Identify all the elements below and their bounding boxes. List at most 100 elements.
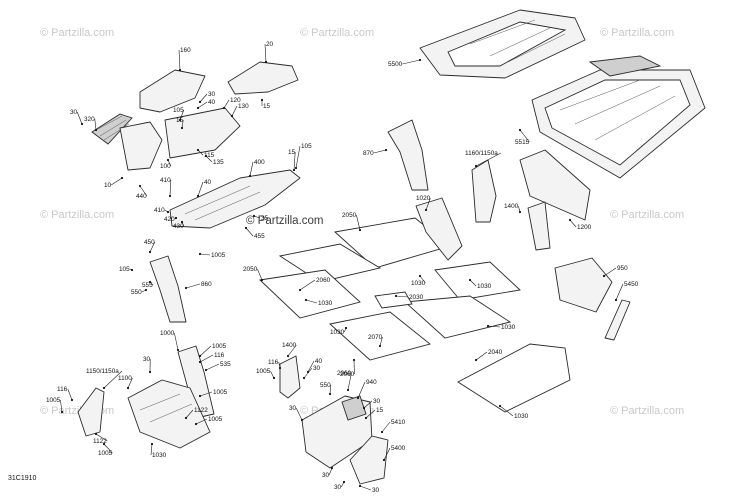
callout-dot <box>204 368 208 372</box>
part-number-label: 116 <box>214 352 225 359</box>
callout-dot <box>602 274 606 278</box>
callout-dot <box>126 386 130 390</box>
part-number-label: 5450 <box>624 281 639 288</box>
callout-dot <box>130 268 134 272</box>
callout-leader <box>329 384 332 395</box>
part-number-label: 410 <box>154 207 165 214</box>
callout-dot <box>230 114 234 118</box>
callout-leader <box>127 377 133 389</box>
callout-dot <box>178 118 182 122</box>
part-number-label: 2050 <box>243 266 258 273</box>
callout-leader <box>149 241 156 253</box>
callout-dot <box>286 354 290 358</box>
part-number-label: 105 <box>119 266 130 273</box>
callout-leader <box>299 279 316 291</box>
part-number-label: 1030 <box>330 329 345 336</box>
part-number-label: 1005 <box>256 368 271 375</box>
callout-leader <box>185 283 201 289</box>
callout-leader <box>356 214 361 231</box>
callout-leader <box>94 118 97 131</box>
callout-leader <box>174 332 179 351</box>
part-number-label: 100 <box>160 163 171 170</box>
callout-dot <box>148 370 152 374</box>
callout-leader <box>383 447 391 461</box>
callout-dot <box>176 348 180 352</box>
callout-dot <box>168 194 172 198</box>
callout-leader <box>270 370 275 379</box>
callout-dot <box>518 210 522 214</box>
part-number-label: 120 <box>230 97 241 104</box>
callout-leader <box>363 400 373 409</box>
callout-leader <box>185 409 194 419</box>
watermark: © Partzilla.com <box>610 209 684 221</box>
part-number-label: 1030 <box>411 280 426 287</box>
part-number-label: 1005 <box>98 450 113 457</box>
part-number-label: 420 <box>164 216 175 223</box>
callout-leader <box>223 99 230 109</box>
bracket-1400 <box>279 355 301 399</box>
callout-dot <box>294 166 298 170</box>
part-number-label: 1400 <box>504 203 519 210</box>
callout-dot <box>328 392 332 396</box>
part-number-label: 15 <box>376 407 384 414</box>
callout-dot <box>144 288 148 292</box>
callout-leader <box>150 443 153 456</box>
part-number-label: 950 <box>617 265 628 272</box>
callout-dot <box>264 60 268 64</box>
callout-dot <box>198 100 202 104</box>
part-number-label: 2060 <box>316 277 331 284</box>
cover-950 <box>554 257 613 313</box>
callout-leader <box>379 336 383 347</box>
callout-leader <box>245 227 254 237</box>
callout-dot <box>198 354 202 358</box>
part-number-label: 1122 <box>93 438 107 445</box>
callout-dot <box>418 58 422 62</box>
callout-leader <box>103 370 123 389</box>
callout-leader <box>205 155 213 163</box>
callout-leader <box>475 351 488 361</box>
part-number-label: 1150/1150a <box>86 368 119 375</box>
part-number-label: 5515 <box>515 139 530 146</box>
part-number-label: 1000 <box>160 330 175 337</box>
callout-dot <box>166 158 170 162</box>
callout-leader <box>60 399 63 413</box>
watermark: © Partzilla.com <box>40 209 114 221</box>
part-number-label: 5400 <box>391 445 406 452</box>
part-number-label: 40 <box>204 179 212 186</box>
part-number-label: 550 <box>320 382 331 389</box>
callout-leader <box>76 111 83 125</box>
part-number-label: 30 <box>70 109 78 116</box>
callout-leader <box>425 197 431 211</box>
callout-leader <box>295 407 303 421</box>
callout-leader <box>111 177 123 186</box>
callout-dot <box>80 122 84 126</box>
part-number-label: 1030 <box>514 413 529 420</box>
callout-leader <box>359 485 372 491</box>
callout-leader <box>205 363 220 371</box>
callout-leader <box>195 418 208 425</box>
part-number-label: 30 <box>373 398 381 405</box>
callout-leader <box>519 129 530 143</box>
part-number-label: 30 <box>289 405 297 412</box>
part-number-label: 1005 <box>46 397 61 404</box>
callout-dot <box>468 278 472 282</box>
part-number-label: 2030 <box>409 294 424 301</box>
callout-dot <box>194 422 198 426</box>
part-number-label: 1005 <box>212 343 227 350</box>
part-number-label: 1200 <box>577 224 592 231</box>
part-number-label: 870 <box>363 150 374 157</box>
part-number-label: 430 <box>173 223 184 230</box>
callout-dot <box>474 164 478 168</box>
callout-leader <box>328 467 333 476</box>
callout-dot <box>298 288 302 292</box>
callout-leader <box>264 43 267 63</box>
callout-leader <box>169 179 172 197</box>
part-number-label: 2050 <box>342 212 357 219</box>
part-number-label: 2060 <box>340 371 355 378</box>
callout-dot <box>278 366 282 370</box>
grille-320 <box>91 113 133 145</box>
tunnel-1020 <box>415 197 463 261</box>
part-number-label: 1030 <box>152 452 167 459</box>
part-number-label: 105 <box>301 143 312 150</box>
part-number-label: 555 <box>142 282 153 289</box>
